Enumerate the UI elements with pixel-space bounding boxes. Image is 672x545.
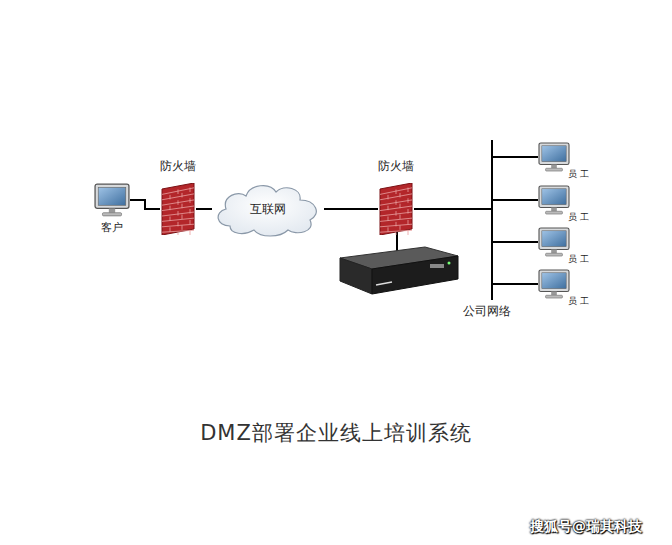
diagram-title: DMZ部署企业线上培训系统 xyxy=(0,419,672,447)
computer-icon xyxy=(538,269,570,299)
watermark: 搜狐号@瑞其科技 xyxy=(530,518,642,536)
internet-cloud: 互联网 xyxy=(212,180,324,238)
computer-icon xyxy=(538,142,570,172)
firewall-icon xyxy=(160,183,196,235)
client-label: 客户 xyxy=(101,220,123,235)
employee-label: 员工 xyxy=(568,253,592,266)
network-link xyxy=(324,208,378,210)
firewall-icon xyxy=(378,183,414,235)
computer-node: 员工 xyxy=(538,142,570,172)
cloud-label: 互联网 xyxy=(212,180,324,238)
computer-node: 员工 xyxy=(538,227,570,257)
employee-label: 员工 xyxy=(568,295,592,308)
computer-icon xyxy=(538,185,570,215)
firewall-node: 防火墙 xyxy=(160,158,196,235)
employee-label: 员工 xyxy=(568,168,592,181)
computer-icon xyxy=(538,227,570,257)
employee-label: 员工 xyxy=(568,211,592,224)
network-link xyxy=(414,200,538,209)
network-link xyxy=(414,157,538,209)
network-bus xyxy=(491,140,493,300)
network-label: 公司网络 xyxy=(463,303,511,320)
network-link xyxy=(414,209,538,242)
computer-node: 员工 xyxy=(538,185,570,215)
firewall-label: 防火墙 xyxy=(160,158,196,175)
network-link xyxy=(196,208,212,210)
server-device xyxy=(340,247,458,294)
computer-node: 员工 xyxy=(538,269,570,299)
computer-node: 客户 xyxy=(94,183,130,235)
firewall-node: 防火墙 xyxy=(378,158,414,235)
network-link xyxy=(130,200,160,209)
firewall-label: 防火墙 xyxy=(378,158,414,175)
computer-icon xyxy=(94,183,130,217)
